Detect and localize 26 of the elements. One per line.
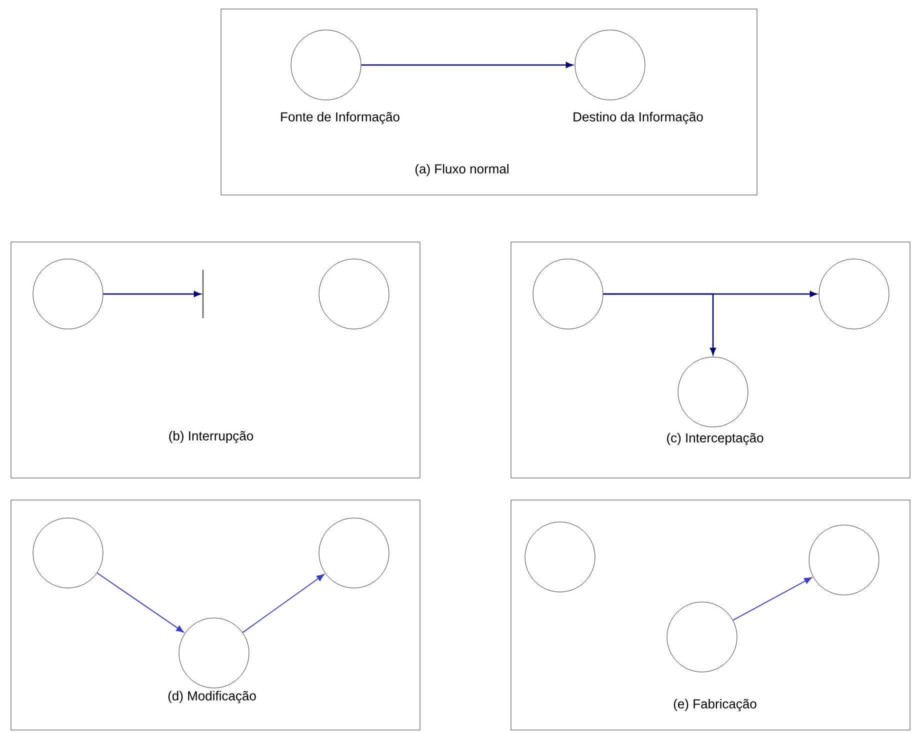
circle-label: Destino da Informação bbox=[574, 112, 703, 124]
arrow bbox=[361, 62, 573, 68]
circle bbox=[318, 258, 390, 330]
circle bbox=[318, 518, 390, 588]
panel-caption: (a) Fluxo normal bbox=[415, 164, 508, 176]
circle bbox=[178, 618, 250, 688]
arrow bbox=[603, 293, 716, 355]
circle bbox=[818, 258, 890, 330]
circle bbox=[524, 522, 596, 592]
panel-caption: (c) Interceptação bbox=[667, 432, 764, 446]
circle bbox=[32, 258, 104, 330]
circle bbox=[666, 602, 738, 672]
arrow bbox=[732, 577, 812, 621]
circle bbox=[32, 518, 104, 588]
circle bbox=[574, 30, 646, 100]
circle bbox=[290, 30, 362, 100]
circle bbox=[532, 258, 604, 330]
arrow bbox=[96, 572, 184, 632]
arrow bbox=[103, 291, 201, 297]
circle-label: Fonte de Informação bbox=[281, 112, 400, 124]
arrow bbox=[242, 574, 324, 634]
panel-caption: (b) Interrupção bbox=[169, 430, 254, 444]
panel-caption: (d) Modificação bbox=[168, 690, 256, 704]
circle bbox=[808, 524, 880, 596]
panel-caption: (e) Fabricação bbox=[674, 698, 756, 712]
circle bbox=[678, 356, 748, 428]
